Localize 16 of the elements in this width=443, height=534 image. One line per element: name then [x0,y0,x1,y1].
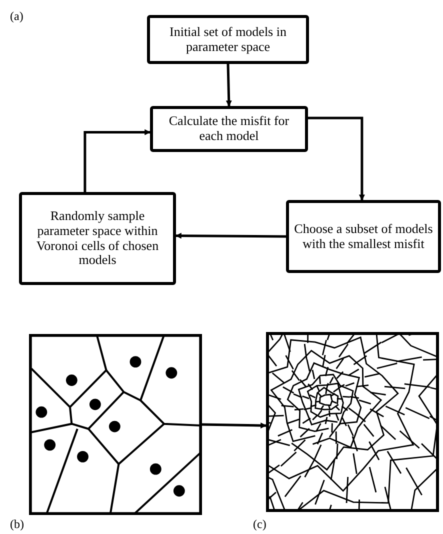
process-box [147,15,309,64]
process-box [150,106,308,152]
box-text: Initial set of models in parameter space [168,24,288,54]
box-text: Randomly sample parameter space within Voronoi cells of chosen models [35,208,160,268]
arrow [202,422,267,428]
process-box [286,200,441,273]
panel-label: (b) [10,518,24,530]
box-text: Choose a subset of models with the smallest misfit [293,222,434,252]
panel-label: (c) [253,518,266,530]
process-box [19,192,176,285]
arrow [226,64,232,107]
arrow [84,129,151,192]
arrow [175,232,286,239]
panel-label: (a) [10,10,24,22]
box-text: Calculate the misfit for each model [168,114,290,144]
arrow [308,116,365,201]
